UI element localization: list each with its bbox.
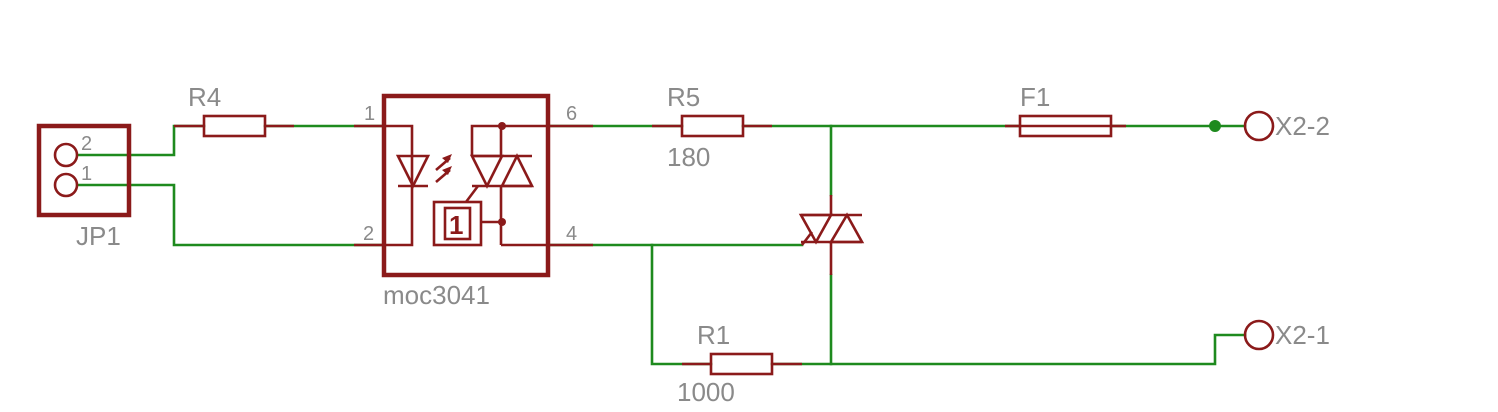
- connector-jp1: 2 1 JP1: [36, 123, 132, 251]
- opto-zero-cross-label: 1: [449, 210, 463, 240]
- opto-pin1-label: 1: [364, 103, 375, 125]
- opto-zero-cross-inner: [443, 206, 472, 241]
- resistor-r5: R5 180: [652, 82, 772, 172]
- f1-name: F1: [1020, 82, 1050, 112]
- opto-pin6-label: 6: [566, 103, 577, 125]
- x2-1-name: X2-1: [1275, 320, 1330, 350]
- resistor-r1: R1 1000: [677, 320, 802, 407]
- r5-body: [680, 114, 745, 138]
- light-emission-arrows-icon: [435, 154, 452, 183]
- opto-junction-mid: [498, 218, 506, 226]
- junction-dot: [1209, 120, 1221, 132]
- jp1-pin-2-label: 2: [81, 133, 92, 155]
- jp1-pin-1-label: 1: [81, 163, 92, 185]
- r4-body: [202, 114, 267, 138]
- x2-2-name: X2-2: [1275, 111, 1330, 141]
- wire-r1-x2-1: [770, 333, 1247, 366]
- r1-name: R1: [697, 320, 730, 350]
- jp1-pin-2-pad: [53, 142, 79, 168]
- optocoupler-moc3041: 1 1 2 6 4 moc3041: [354, 93, 593, 310]
- opto-led-icon: [395, 154, 431, 189]
- wire-jp1-pin2-r4: [76, 124, 206, 157]
- r1-body: [709, 352, 774, 376]
- x2-1-pad: [1243, 319, 1275, 351]
- opto-pin2-label: 2: [363, 223, 374, 245]
- jp1-pin-1-pad: [53, 172, 79, 198]
- triac-icon: [798, 195, 865, 275]
- opto-zero-cross-box: [432, 200, 483, 247]
- resistor-r4: R4: [174, 82, 294, 138]
- r4-name: R4: [188, 82, 221, 112]
- triac-gate-lead: [800, 231, 814, 246]
- r1-value: 1000: [677, 377, 735, 407]
- opto-body: [381, 93, 551, 278]
- wires: [76, 124, 1247, 366]
- fuse-f1: F1: [1005, 82, 1126, 138]
- opto-triac-icon: [464, 153, 535, 203]
- jp1-name: JP1: [76, 221, 121, 251]
- jp1-body: [36, 123, 132, 218]
- x2-2-pad: [1243, 110, 1275, 142]
- r5-value: 180: [667, 142, 710, 172]
- wire-jp1-pin1-opto-pin2: [76, 183, 385, 247]
- terminal-x2-2: X2-2: [1209, 110, 1330, 142]
- r5-name: R5: [667, 82, 700, 112]
- opto-name: moc3041: [383, 280, 490, 310]
- terminal-x2-1: X2-1: [1243, 319, 1330, 351]
- opto-junction-top: [498, 122, 506, 130]
- opto-pin4-label: 4: [566, 223, 577, 245]
- opto-triac-wire-top: [470, 124, 548, 156]
